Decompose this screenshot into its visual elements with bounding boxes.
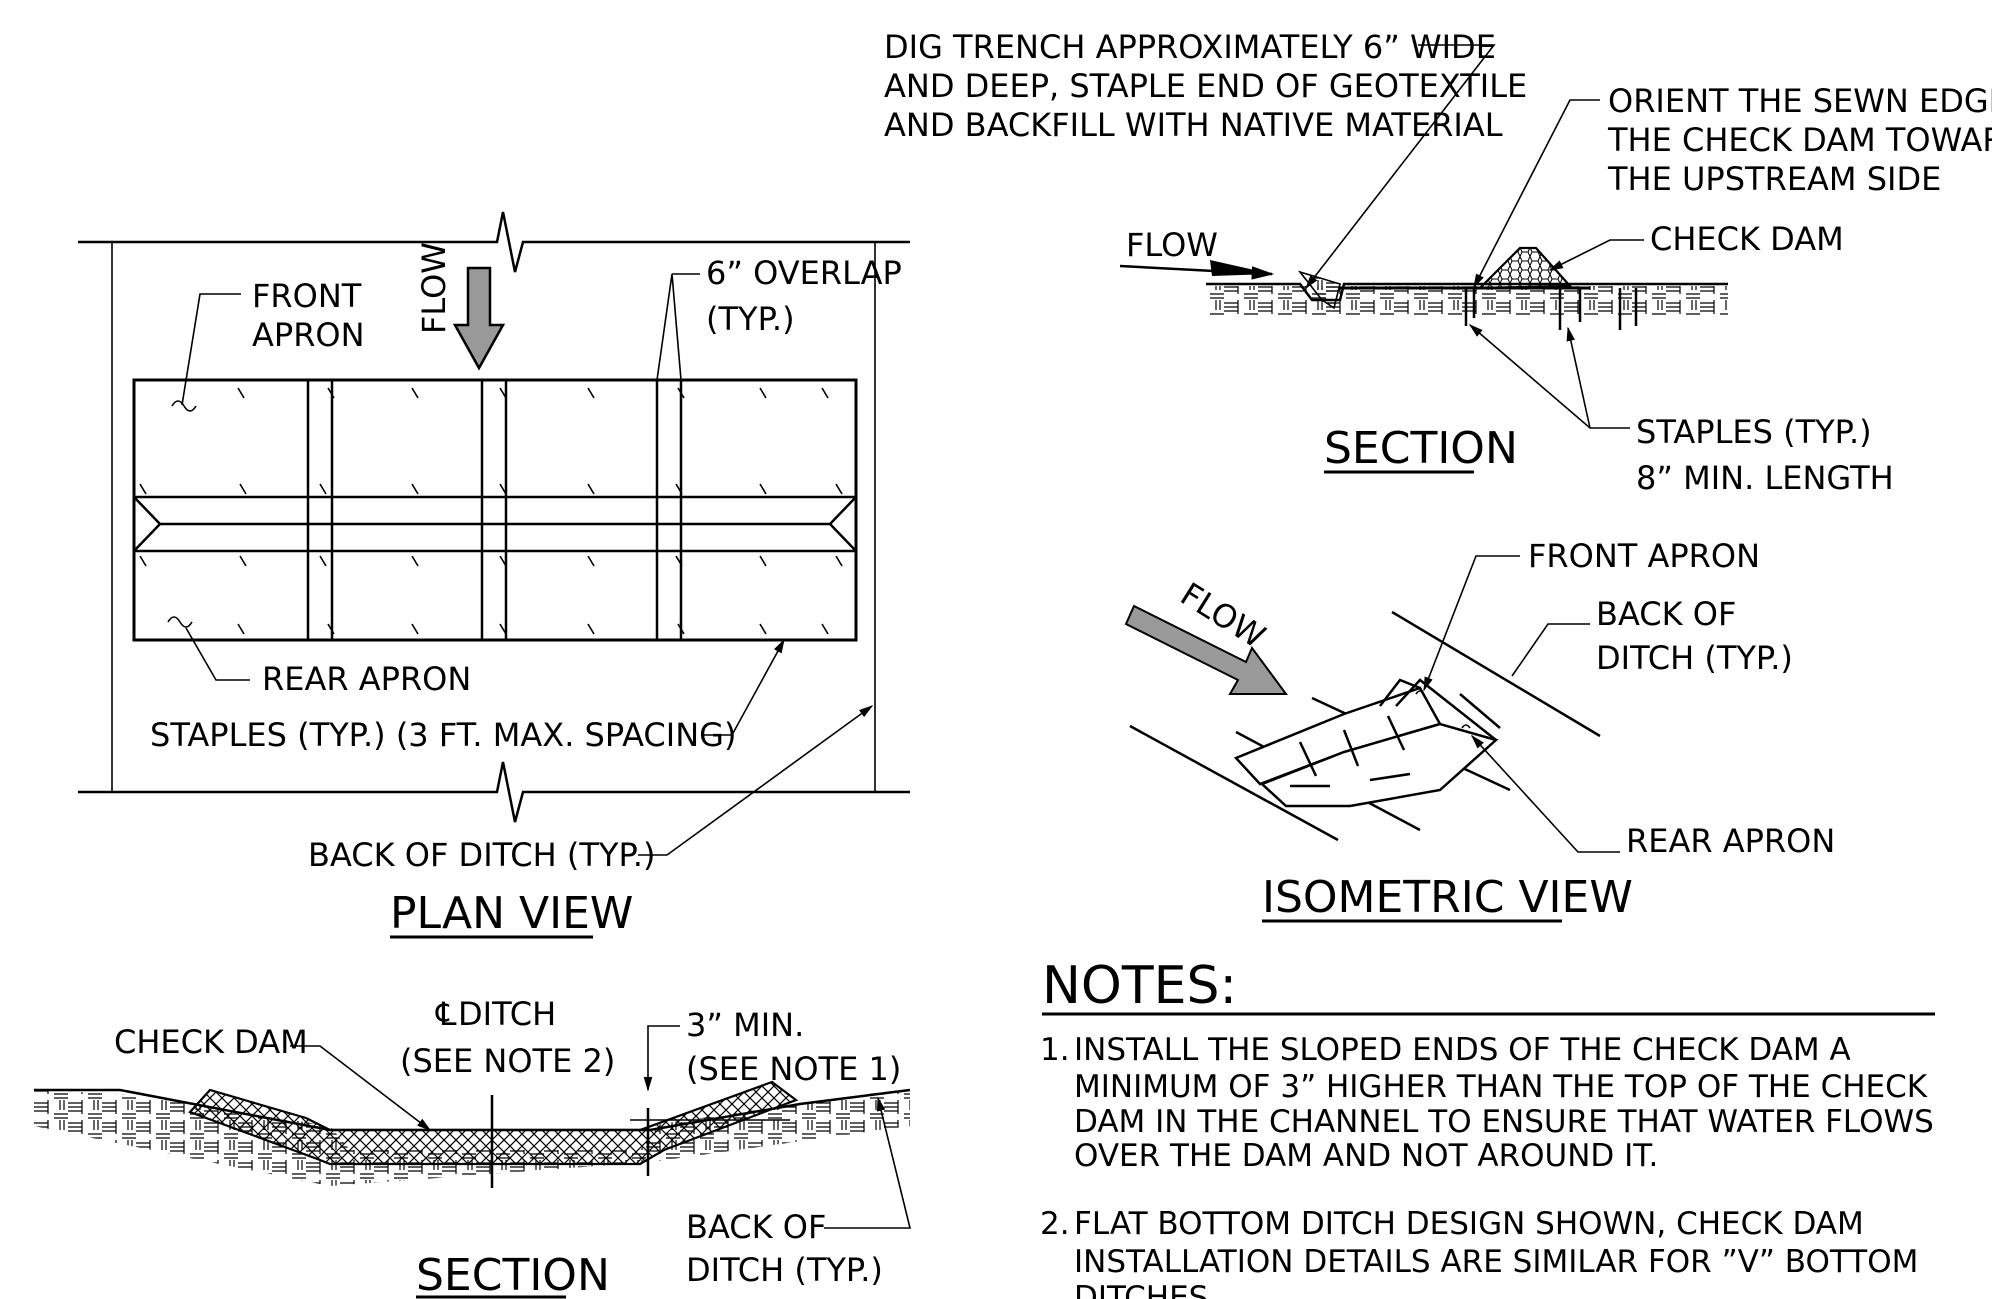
plan-check-dam-core [133, 495, 857, 553]
iso-back-of-ditch-leader [1511, 623, 1590, 677]
front-apron-label-2: APRON [252, 316, 365, 354]
trench [1297, 270, 1341, 310]
iso-front-apron-label: FRONT APRON [1528, 537, 1760, 575]
plan-flow-arrow [452, 266, 506, 371]
orient-leader [1473, 99, 1600, 289]
section-top: DIG TRENCH APPROXIMATELY 6” WIDE AND DEE… [884, 28, 1992, 497]
section-bottom: CHECK DAM ℄ DITCH (SEE NOTE 2) 3” MIN. (… [34, 995, 912, 1299]
section-top-soil [1208, 286, 1728, 316]
isometric-view-title: ISOMETRIC VIEW [1262, 872, 1633, 923]
section-top-check-dam-leader [1548, 239, 1644, 271]
iso-back-of-ditch-2: DITCH (TYP.) [1596, 639, 1793, 677]
iso-staples [1415, 690, 1471, 729]
trench-note-3: AND BACKFILL WITH NATIVE MATERIAL [884, 106, 1503, 144]
section-bottom-back-leader [824, 1096, 912, 1229]
section-bottom-back-1: BACK OF [686, 1208, 826, 1246]
trench-note-1: DIG TRENCH APPROXIMATELY 6” WIDE [884, 28, 1496, 66]
overlap-leaders [656, 273, 700, 381]
note-1-line-1: INSTALL THE SLOPED ENDS OF THE CHECK DAM… [1074, 1032, 1851, 1068]
section-top-flow-arrowhead [1210, 260, 1272, 276]
cl-symbol: ℄ [435, 995, 457, 1033]
cl-see-note-2: (SEE NOTE 2) [400, 1042, 615, 1080]
plan-check-dam-outline [132, 378, 858, 642]
plan-view-title: PLAN VIEW [390, 888, 633, 939]
min-leader [643, 1025, 680, 1092]
staples-leader-a [1468, 324, 1630, 429]
cl-ditch-label: DITCH [458, 995, 556, 1033]
note-1-line-2: MINIMUM OF 3” HIGHER THAN THE TOP OF THE… [1074, 1069, 1928, 1105]
iso-front-apron-leader [1423, 555, 1520, 692]
note-1-line-4: OVER THE DAM AND NOT AROUND IT. [1074, 1138, 1658, 1174]
iso-back-of-ditch-1: BACK OF [1596, 595, 1736, 633]
section-top-check-dam-label: CHECK DAM [1650, 220, 1844, 258]
section-top-staples-1: STAPLES (TYP.) [1636, 413, 1872, 451]
notes-heading: NOTES: [1042, 956, 1237, 1016]
rear-apron-tilde [167, 616, 193, 628]
orient-note-3: THE UPSTREAM SIDE [1607, 160, 1941, 198]
notes: NOTES: 1. INSTALL THE SLOPED ENDS OF THE… [1040, 956, 1935, 1299]
front-apron-leader [181, 293, 241, 406]
staples-leader-b [1566, 326, 1591, 429]
section-bottom-check-dam-label: CHECK DAM [114, 1023, 308, 1061]
plan-top-ditch-line [78, 211, 910, 273]
orient-note-1: ORIENT THE SEWN EDGE OF [1608, 82, 1992, 120]
section-top-title: SECTION [1324, 423, 1518, 474]
section-top-check-dam [1477, 246, 1573, 290]
trench-note-2: AND DEEP, STAPLE END OF GEOTEXTILE [884, 67, 1527, 105]
section-top-staples [1464, 288, 1638, 330]
iso-check-dam [1233, 678, 1501, 808]
orient-note-2: THE CHECK DAM TOWARD [1607, 121, 1992, 159]
section-top-staples-2: 8” MIN. LENGTH [1636, 459, 1894, 497]
section-bottom-title: SECTION [416, 1250, 610, 1299]
section-bottom-back-2: DITCH (TYP.) [686, 1251, 883, 1289]
min-label-1: 3” MIN. [686, 1006, 804, 1044]
iso-flow-arrow [1124, 604, 1288, 695]
plan-overlap-strips [306, 378, 683, 642]
staples-leader [701, 638, 785, 736]
rear-apron-label: REAR APRON [262, 660, 471, 698]
plan-back-of-ditch-label: BACK OF DITCH (TYP.) [308, 836, 655, 874]
note-2-line-3: DITCHES. [1074, 1280, 1218, 1299]
back-of-ditch-leader [638, 705, 874, 856]
note-2-line-2: INSTALLATION DETAILS ARE SIMILAR FOR ”V”… [1074, 1244, 1918, 1280]
iso-rear-apron-leader [1471, 734, 1620, 853]
trench-leader [1305, 44, 1496, 290]
overlap-label-1: 6” OVERLAP [706, 254, 902, 292]
plan-staple-marks [139, 387, 843, 635]
plan-staples-label: STAPLES (TYP.) (3 FT. MAX. SPACING) [150, 716, 736, 754]
section-top-flow-label: FLOW [1126, 226, 1218, 264]
rear-apron-leader [185, 627, 250, 681]
isometric-view: FLOW FRONT APRON BACK OF DITCH (TYP.) RE… [1124, 537, 1835, 923]
plan-bottom-ditch-line [78, 761, 910, 823]
plan-view: FLOW FRONT APRON 6” OVERLAP (TYP.) REAR … [78, 211, 910, 939]
note-1-line-3: DAM IN THE CHANNEL TO ENSURE THAT WATER … [1074, 1104, 1934, 1140]
note-1-number: 1. [1040, 1032, 1070, 1068]
note-2-line-1: FLAT BOTTOM DITCH DESIGN SHOWN, CHECK DA… [1074, 1206, 1864, 1242]
note-2-number: 2. [1040, 1206, 1070, 1242]
front-apron-tilde [171, 400, 197, 412]
overlap-label-2: (TYP.) [706, 300, 795, 338]
section-bottom-check-dam-leader [290, 1045, 432, 1131]
plan-flow-label: FLOW [415, 242, 453, 334]
iso-rear-apron-label: REAR APRON [1626, 822, 1835, 860]
section-bottom-check-dam [188, 1080, 799, 1166]
min-label-2: (SEE NOTE 1) [686, 1050, 901, 1088]
front-apron-label-1: FRONT [252, 277, 362, 315]
